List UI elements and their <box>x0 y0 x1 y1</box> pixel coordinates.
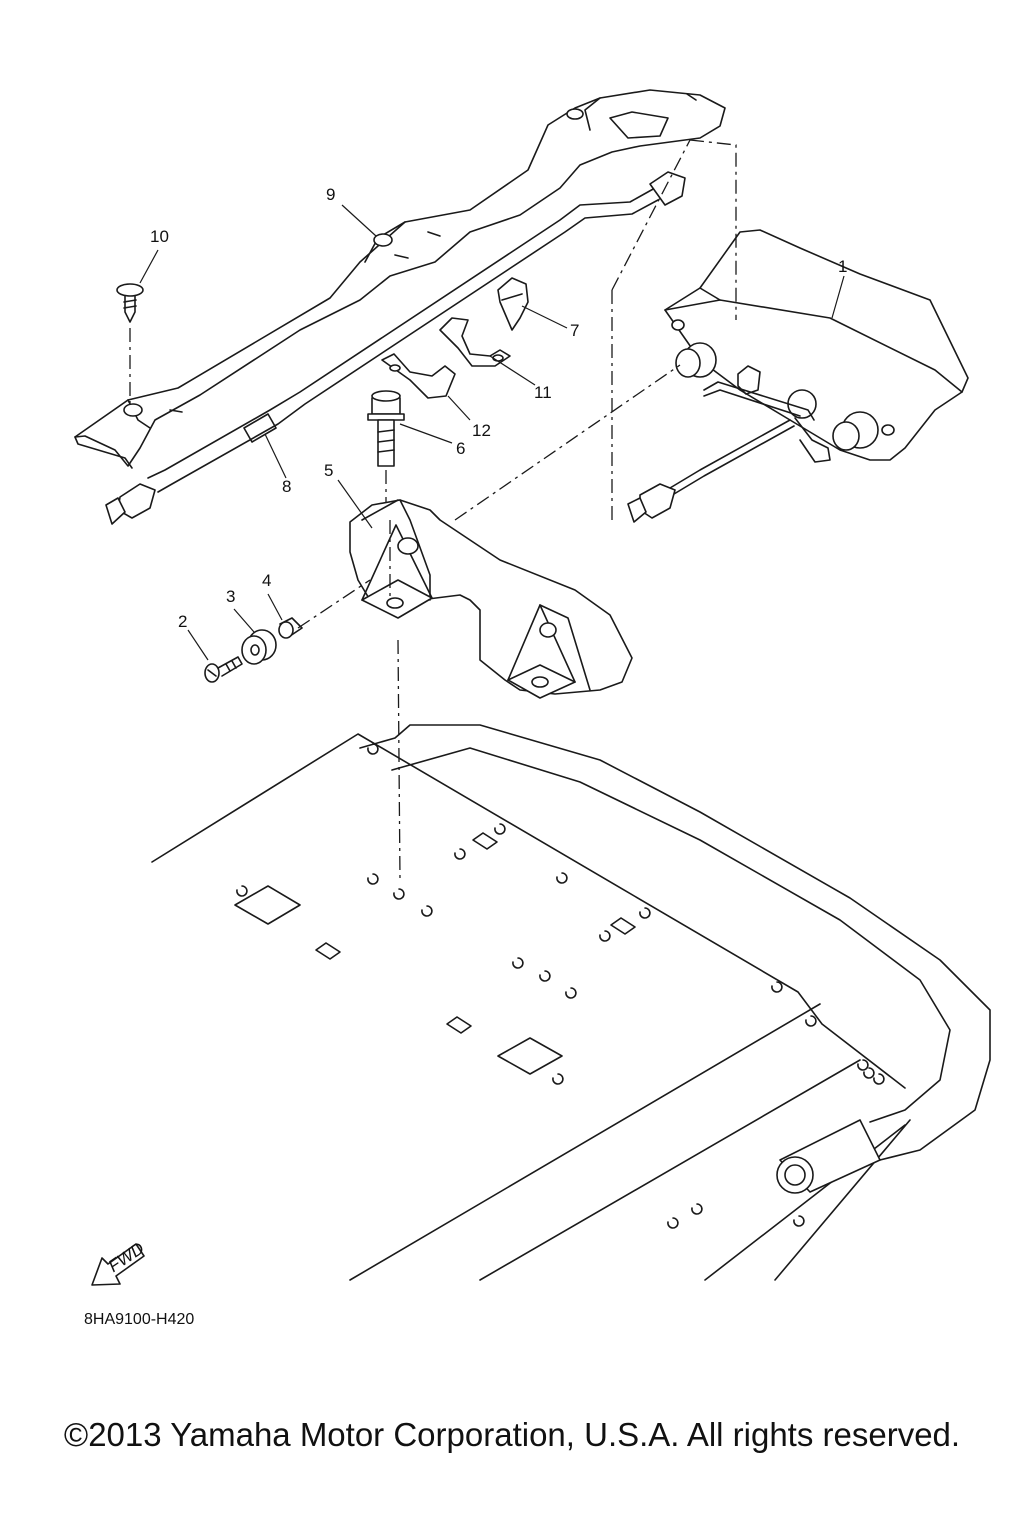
fwd-arrow-icon: FWD <box>91 1239 148 1286</box>
part-5-bracket <box>349 499 633 699</box>
leader-lines <box>139 204 845 661</box>
part-8-harness <box>105 171 686 525</box>
callout-12: 12 <box>472 421 491 440</box>
part-2-screw <box>204 656 243 683</box>
callout-8: 8 <box>282 477 291 496</box>
callout-4: 4 <box>262 571 271 590</box>
diagram-code: 8HA9100-H420 <box>84 1311 195 1328</box>
part-9-cover <box>74 89 726 469</box>
part-10-screw <box>116 283 144 408</box>
part-6-bolt <box>367 390 405 510</box>
copyright-notice: ©2013 Yamaha Motor Corporation, U.S.A. A… <box>63 1416 961 1453</box>
deck-base <box>151 724 991 1281</box>
callout-2: 2 <box>178 612 187 631</box>
part-4-collar <box>278 579 371 639</box>
part-11-bracket <box>439 317 511 367</box>
fwd-label: FWD <box>105 1239 148 1276</box>
part-1-tail-lamp <box>627 229 969 523</box>
callout-10: 10 <box>150 227 169 246</box>
callout-5: 5 <box>324 461 333 480</box>
callout-9: 9 <box>326 185 335 204</box>
callout-6: 6 <box>456 439 465 458</box>
assembly-lines <box>397 139 737 881</box>
callout-3: 3 <box>226 587 235 606</box>
callouts: 1 2 3 4 5 6 7 8 9 10 11 12 <box>150 185 847 631</box>
part-7-clip <box>497 277 529 331</box>
callout-7: 7 <box>570 321 579 340</box>
callout-1: 1 <box>838 257 847 276</box>
part-3-grommet <box>241 629 277 665</box>
callout-11: 11 <box>534 383 552 402</box>
part-12-bracket <box>381 353 456 399</box>
